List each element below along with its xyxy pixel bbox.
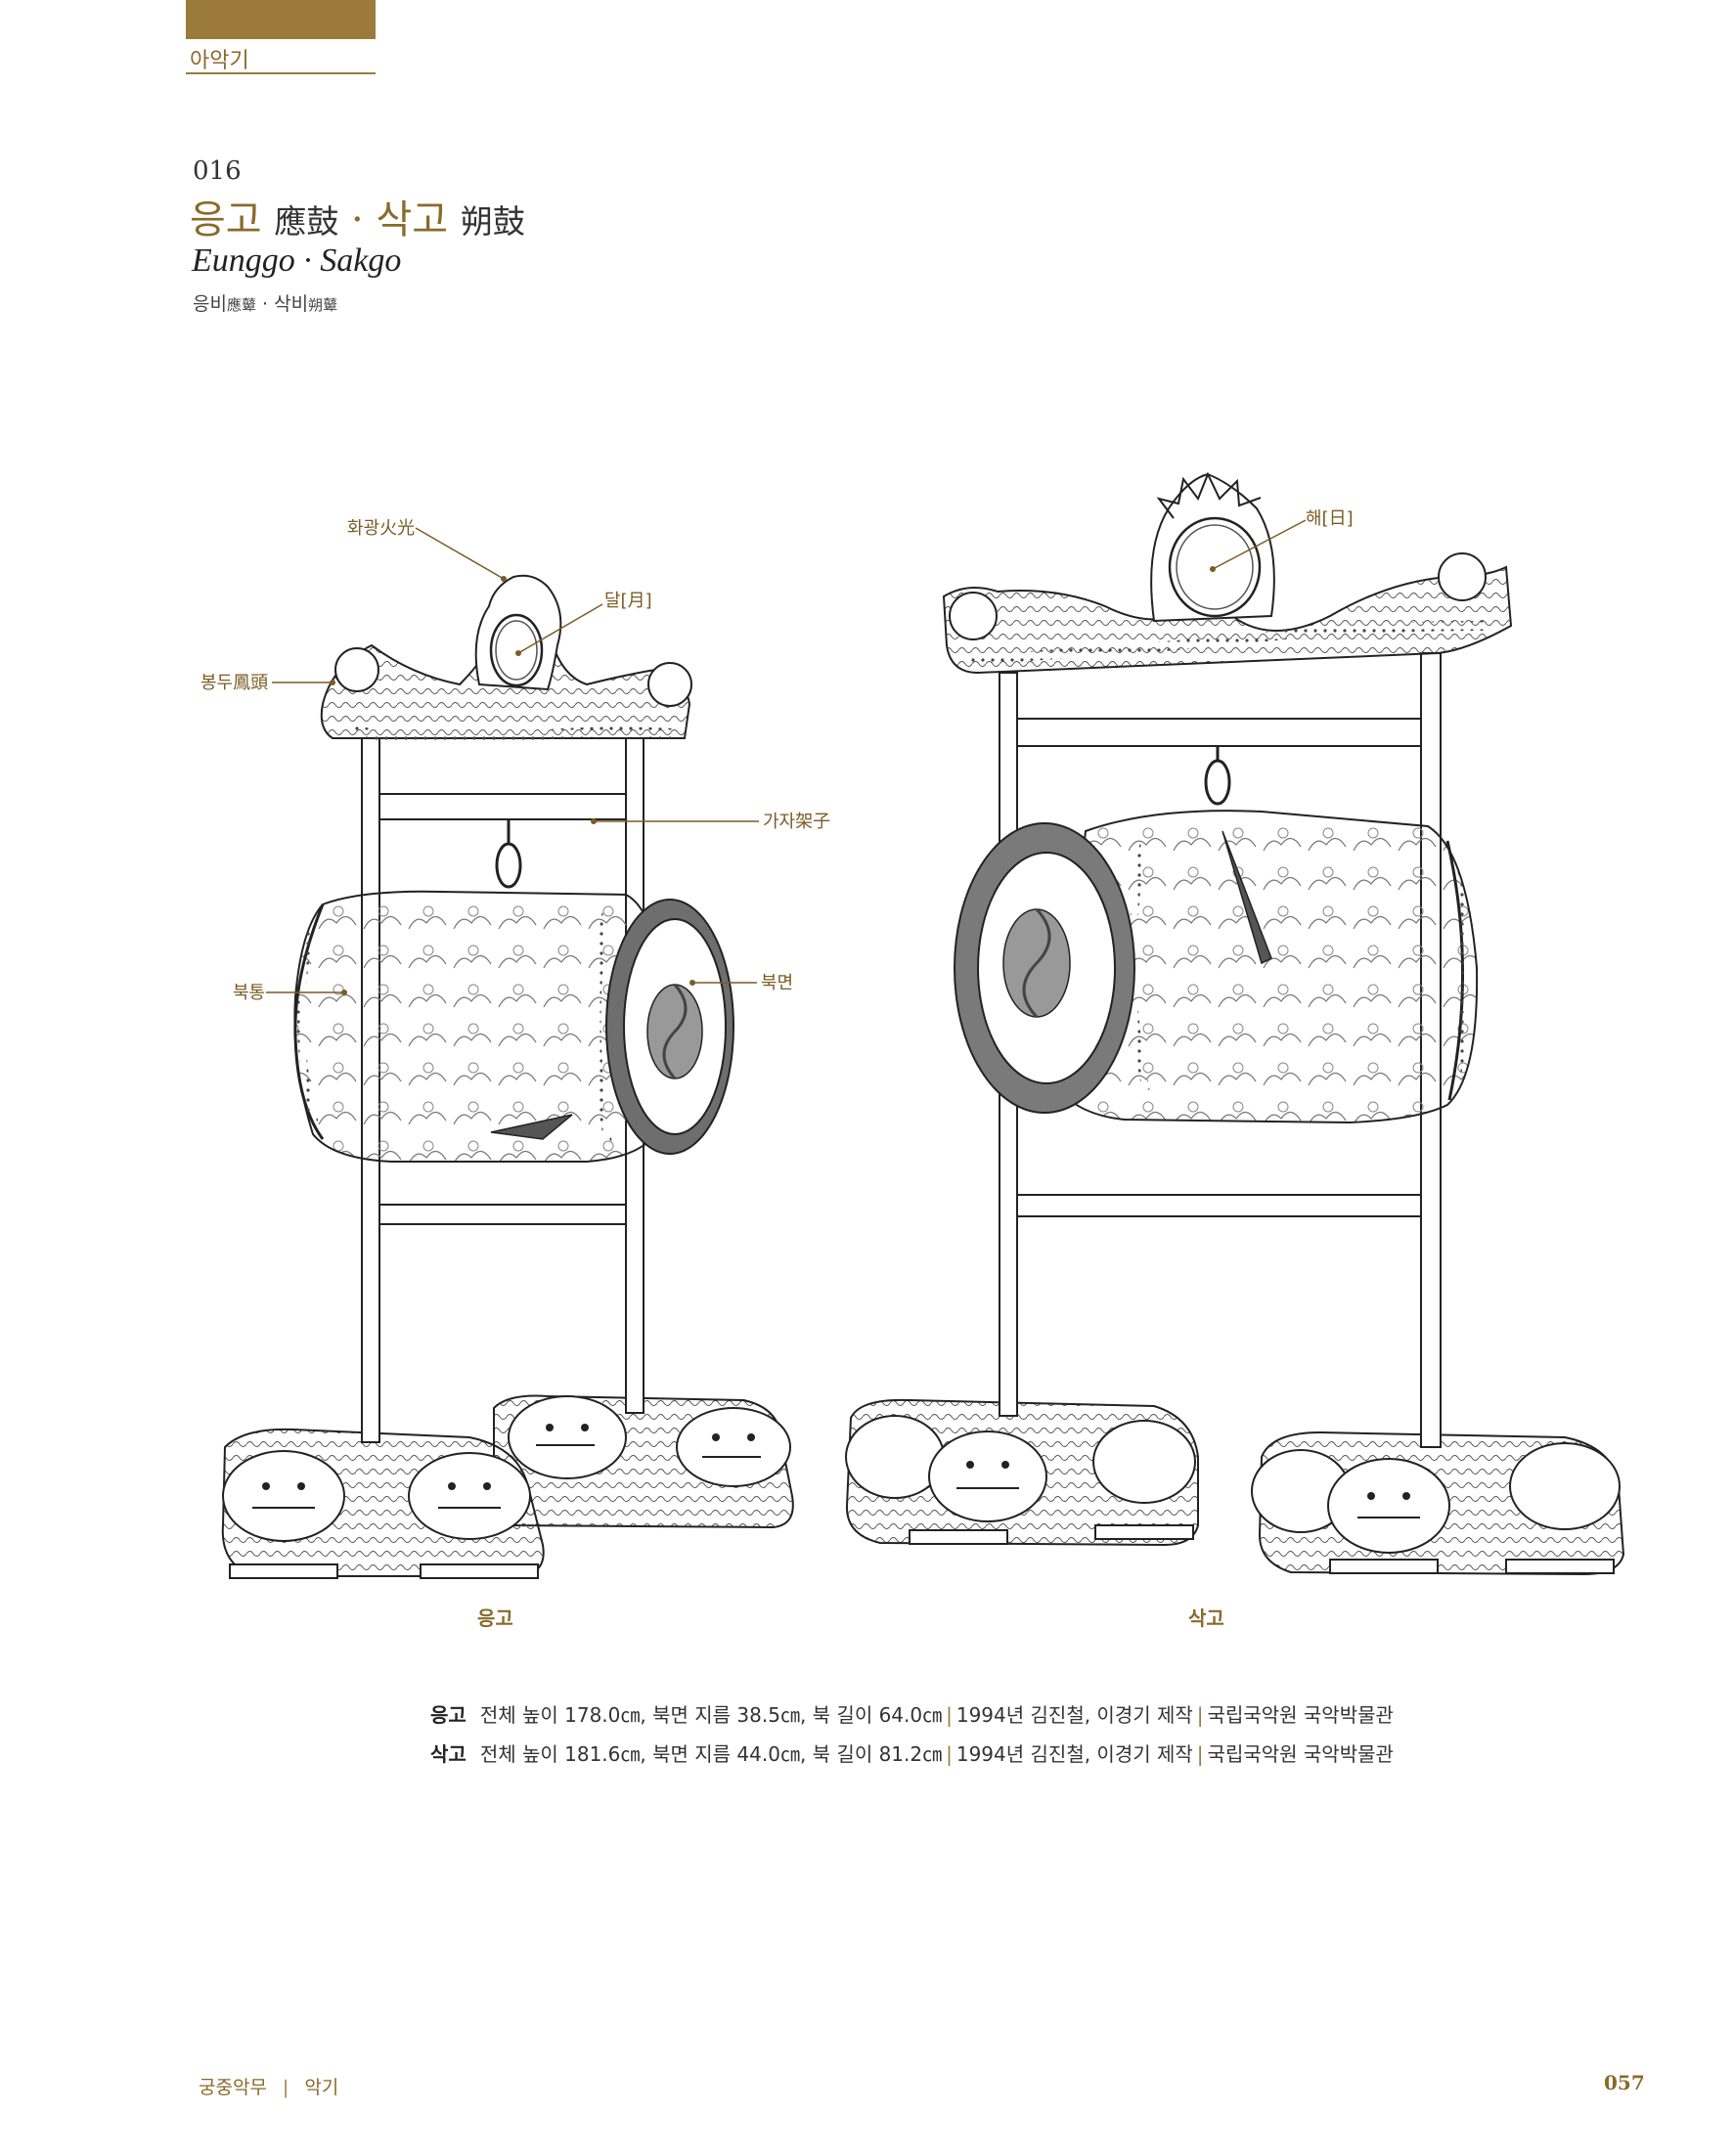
label-hwagwang-text: 화광火光	[347, 518, 415, 539]
alt-name-korean-1: 응비	[193, 293, 227, 315]
footer-chapter: 악기	[304, 2077, 339, 2098]
alternate-names: 응비應鼙 · 삭비朔鼙	[193, 289, 337, 316]
sakgo-top-ornament	[942, 471, 1513, 675]
sakgo-tiger-base-left	[845, 1398, 1199, 1547]
page-number: 057	[1604, 2071, 1645, 2094]
title-dot: ·	[351, 198, 364, 242]
label-hae-text: 해[日]	[1306, 508, 1354, 529]
alt-name-separator: ·	[255, 293, 275, 315]
alt-name-korean-2: 삭비	[274, 293, 309, 315]
eunggo-phoenix-head-left	[334, 647, 379, 692]
footer-book-title: 궁중악무	[199, 2077, 267, 2098]
eunggo-drum	[293, 890, 734, 1163]
eunggo-phoenix-head-right	[647, 662, 692, 707]
label-buktong-text: 북통	[233, 983, 265, 1003]
label-bukmyeon-text: 북면	[761, 973, 793, 993]
alt-name-hanja-1: 應鼙	[226, 296, 256, 314]
label-hae: 해[日]	[1210, 508, 1354, 572]
label-hwagwang: 화광火光	[347, 518, 507, 582]
sakgo-crossbar-upper	[1016, 718, 1422, 747]
spec-name: 삭고	[430, 1742, 467, 1766]
title-hanja-1: 應鼓	[274, 202, 339, 241]
title-korean-1: 응고	[190, 198, 262, 242]
label-bukmyeon: 북면	[689, 973, 793, 993]
entry-title: 응고 應鼓 · 삭고 朔鼓	[190, 188, 525, 244]
label-dal: 달[月]	[515, 591, 652, 656]
eunggo-crossbar-upper	[378, 793, 627, 820]
sakgo-crossbar-lower	[1016, 1194, 1422, 1217]
spec-maker: 1994년 김진철, 이경기 제작	[955, 1742, 1193, 1766]
spec-dimensions: 전체 높이 178.0㎝, 북면 지름 38.5㎝, 북 길이 64.0㎝	[479, 1703, 943, 1727]
spec-maker: 1994년 김진철, 이경기 제작	[955, 1703, 1193, 1727]
sakgo-drawing	[845, 471, 1625, 1576]
spec-name: 응고	[430, 1703, 467, 1727]
romanized-title: Eunggo · Sakgo	[192, 242, 402, 279]
label-bongdu-text: 봉두鳳頭	[200, 673, 268, 693]
eunggo-drawing	[221, 574, 794, 1579]
sakgo-drum	[954, 810, 1479, 1124]
sakgo-phoenix-head-right	[1438, 552, 1487, 601]
caption-right: 삭고	[1188, 1606, 1224, 1630]
title-korean-2: 삭고	[376, 198, 449, 242]
section-rule	[186, 72, 376, 74]
title-hanja-2: 朔鼓	[460, 202, 525, 241]
sakgo-phoenix-head-left	[949, 592, 998, 640]
label-gaja-text: 가자架子	[763, 812, 830, 832]
running-footer: 궁중악무 | 악기	[199, 2073, 338, 2099]
spec-owner: 국립국악원 국악박물관	[1207, 1742, 1394, 1766]
entry-number: 016	[193, 156, 242, 186]
spec-owner: 국립국악원 국악박물관	[1207, 1703, 1394, 1727]
footer-divider: |	[282, 2077, 289, 2098]
part-labels: 화광火光 달[月] 봉두鳳頭 가자架子 북통 북면	[200, 508, 1354, 1003]
section-color-bar	[186, 0, 376, 39]
caption-left: 응고	[477, 1606, 513, 1630]
sakgo-hanging-ring	[1204, 759, 1231, 806]
eunggo-tiger-base-front	[221, 1428, 545, 1579]
label-gaja: 가자架子	[591, 812, 830, 832]
section-label: 아악기	[190, 49, 249, 73]
eunggo-hanging-ring	[495, 842, 522, 889]
eunggo-moon-disc	[489, 613, 544, 687]
label-buktong: 북통	[233, 983, 347, 1003]
spec-dimensions: 전체 높이 181.6㎝, 북면 지름 44.0㎝, 북 길이 81.2㎝	[479, 1742, 943, 1766]
eunggo-top-ornament	[320, 574, 692, 747]
eunggo-tiger-base-back	[492, 1394, 794, 1529]
sakgo-tiger-base-right	[1251, 1430, 1625, 1576]
eunggo-crossbar-lower	[378, 1204, 627, 1225]
label-bongdu: 봉두鳳頭	[200, 673, 335, 693]
label-dal-text: 달[月]	[604, 591, 652, 611]
alt-name-hanja-2: 朔鼙	[308, 296, 338, 314]
